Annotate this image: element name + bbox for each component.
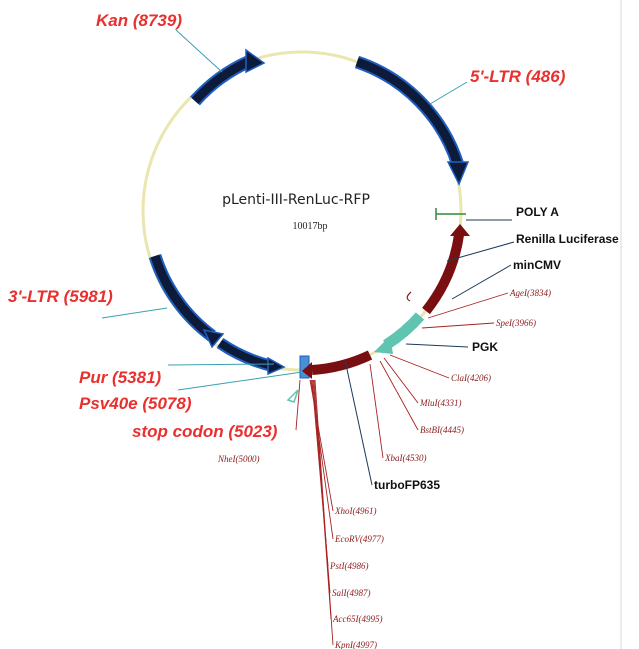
site-clai: ClaI(4206): [451, 373, 491, 383]
site-acc65i: Acc65I(4995): [332, 614, 382, 624]
site-psti: PstI(4986): [329, 561, 369, 571]
site-agei: AgeI(3834): [509, 288, 551, 298]
pur-label: Pur (5381): [79, 368, 162, 387]
kan-label: Kan (8739): [96, 11, 182, 30]
site-sali: SalI(4987): [332, 588, 371, 598]
site-leaders: [295, 292, 509, 646]
polya-marker: [435, 208, 466, 220]
ltr3-feature: [148, 253, 225, 349]
element-leaders: [344, 219, 515, 486]
site-xhoi: XhoI(4961): [334, 506, 377, 516]
plasmid-size: 10017bp: [293, 221, 328, 232]
ltr5-feature: [354, 55, 470, 186]
mincmv-arrow: [406, 291, 412, 302]
stop-codon-label: stop codon (5023): [132, 422, 278, 441]
psv40e-label: Psv40e (5078): [79, 394, 192, 413]
turbofp-feature: [302, 350, 373, 379]
ltr3-label: 3'-LTR (5981): [8, 287, 113, 306]
plasmid-name: pLenti-III-RenLuc-RFP: [222, 192, 370, 208]
site-bstbi: BstBI(4445): [420, 425, 464, 435]
feature-leaders: [101, 29, 468, 391]
renilla-label: Renilla Luciferase: [516, 232, 619, 246]
site-nhei: NheI(5000): [217, 454, 260, 464]
renilla-feature: [422, 224, 470, 315]
kan-feature: [190, 48, 266, 106]
site-ecorv: EcoRV(4977): [334, 534, 384, 544]
polya-label: POLY A: [516, 205, 559, 219]
site-mlui: MluI(4331): [419, 398, 462, 408]
pgk-feature: [374, 312, 425, 354]
mincmv-label: minCMV: [513, 258, 561, 272]
turbofp-label: turboFP635: [374, 478, 440, 492]
stop-codon-marker: [286, 389, 299, 403]
site-kpni: KpnI(4997): [334, 640, 377, 649]
site-spei: SpeI(3966): [496, 318, 536, 328]
site-xbai: XbaI(4530): [384, 453, 427, 463]
ltr5-label: 5'-LTR (486): [470, 67, 566, 86]
pgk-label: PGK: [472, 340, 498, 354]
pur-feature: [216, 337, 286, 376]
